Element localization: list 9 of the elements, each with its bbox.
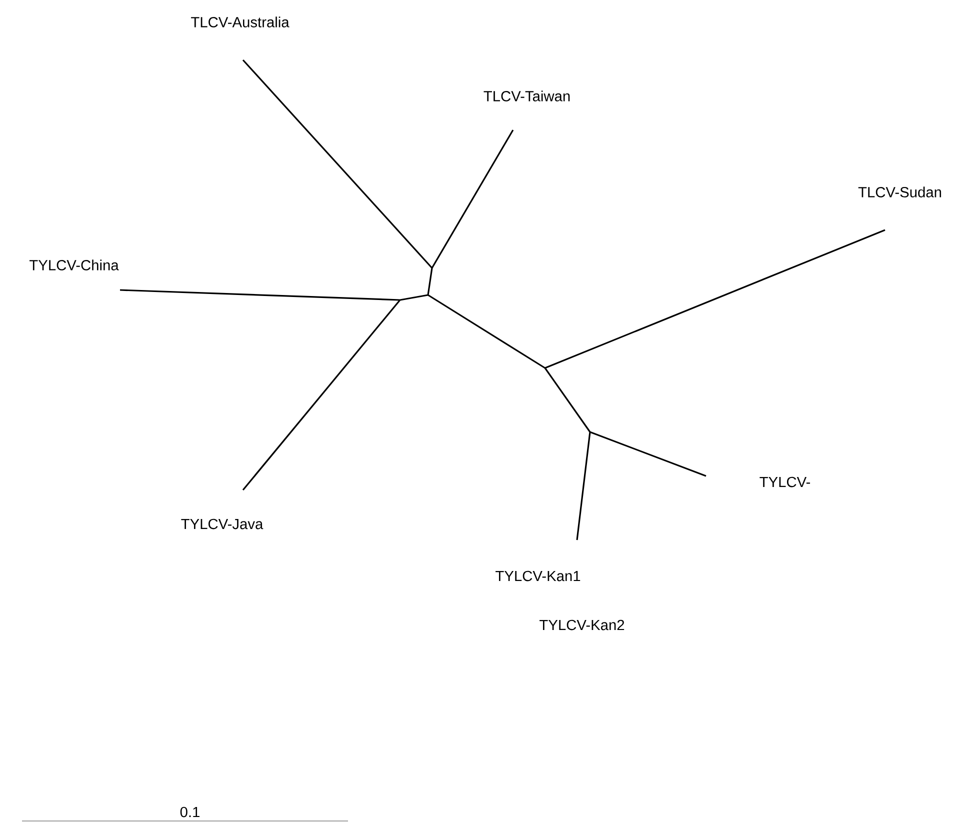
- leaf-label: TLCV-Sudan: [858, 186, 942, 198]
- scale-label: 0.1: [180, 806, 200, 818]
- leaf-label: TYLCV-: [760, 476, 810, 488]
- leaf-label: TYLCV-Java: [181, 518, 264, 530]
- leaf-label: TLCV-Taiwan: [484, 90, 570, 102]
- leaf-label: TLCV-Australia: [191, 16, 290, 28]
- leaf-label: TYLCV-Kan2: [540, 620, 624, 630]
- leaf-label: TYLCV-Kan1: [496, 570, 580, 582]
- leaf-label: TYLCV-China: [30, 260, 119, 270]
